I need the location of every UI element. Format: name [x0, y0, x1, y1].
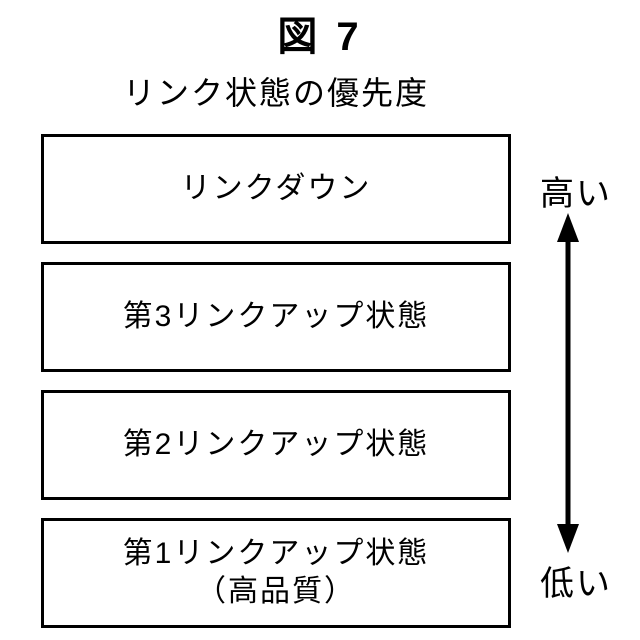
state-box-link-down: リンクダウン: [41, 134, 511, 244]
state-box-linkup-2: 第2リンクアップ状態: [41, 390, 511, 500]
priority-low-label: 低い: [540, 565, 612, 603]
state-box-sublabel: （高品質）: [196, 575, 356, 608]
figure-title: リンク状態の優先度: [122, 75, 429, 111]
state-box-linkup-3: 第3リンクアップ状態: [41, 262, 511, 372]
state-box-label: 第2リンクアップ状態: [122, 428, 430, 461]
state-box-label: リンクダウン: [180, 172, 372, 205]
state-box-label: 第3リンクアップ状態: [122, 300, 430, 333]
double-headed-arrow-icon: [557, 213, 579, 553]
state-box-linkup-1: 第1リンクアップ状態 （高品質）: [41, 518, 511, 628]
figure-number: 図 7: [277, 15, 363, 59]
priority-high-label: 高い: [540, 175, 612, 213]
state-box-label: 第1リンクアップ状態: [122, 537, 430, 570]
